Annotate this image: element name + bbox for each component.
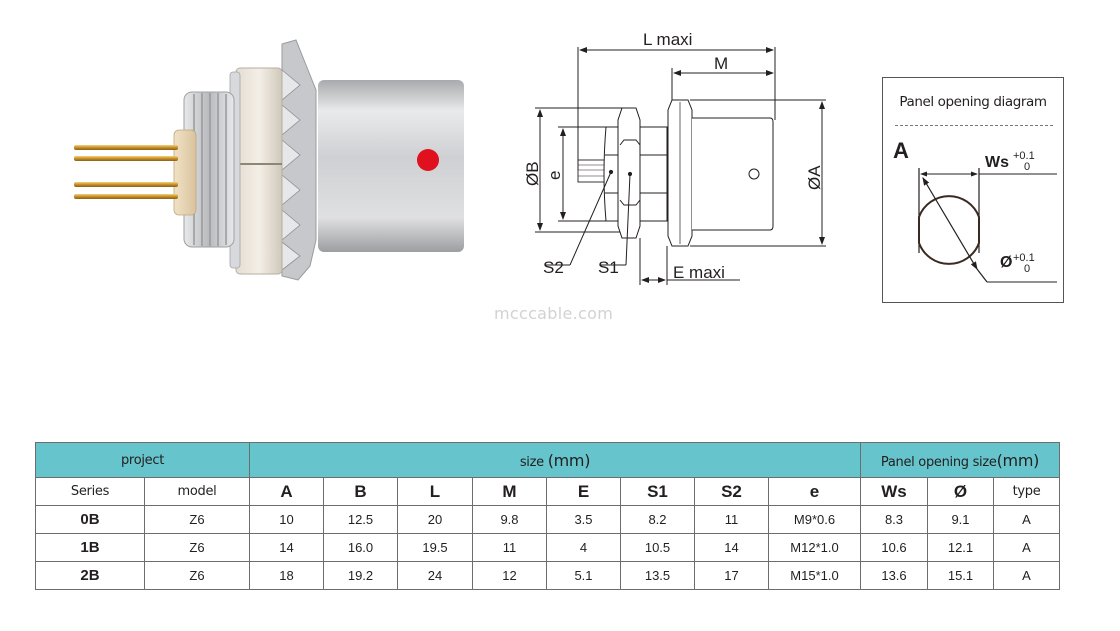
cell-b: 16.0 xyxy=(323,533,398,562)
cell-m: 11 xyxy=(472,533,547,562)
cell-model: Z6 xyxy=(144,561,250,590)
cell-model: Z6 xyxy=(144,505,250,534)
cell-s1: 8.2 xyxy=(620,505,695,534)
cell-b: 19.2 xyxy=(323,561,398,590)
ws-tolerance-upper: +0.1 xyxy=(1013,150,1035,162)
l-maxi-label: L maxi xyxy=(643,30,692,49)
cell-series: 2B xyxy=(35,561,145,590)
cell-s1: 10.5 xyxy=(620,533,695,562)
cell-l: 19.5 xyxy=(397,533,473,562)
diameter-b-label: ØB xyxy=(523,161,542,186)
connector-photo xyxy=(60,30,480,310)
ws-label: Ws xyxy=(985,154,1009,171)
gold-pins xyxy=(74,145,178,199)
cell-type: A xyxy=(993,533,1060,562)
cell-series: 1B xyxy=(35,533,145,562)
cell-m: 9.8 xyxy=(472,505,547,534)
cell-type: A xyxy=(993,505,1060,534)
col-series: Series xyxy=(35,477,145,506)
cell-s1: 13.5 xyxy=(620,561,695,590)
column-header-row: Series model A B L M E S1 S2 e Ws Ø type xyxy=(35,477,1060,506)
col-e-thread: e xyxy=(768,477,861,506)
table-row: 1B Z6 14 16.0 19.5 11 4 10.5 14 M12*1.0 … xyxy=(35,533,1060,562)
cell-e-maxi: 4 xyxy=(546,533,621,562)
col-m: M xyxy=(472,477,547,506)
cell-b: 12.5 xyxy=(323,505,398,534)
dia-label: Ø xyxy=(1000,254,1012,271)
cell-s2: 11 xyxy=(694,505,769,534)
dimension-drawing: L maxi M ØB e ØA S2 S1 E maxi xyxy=(520,20,850,300)
s2-label: S2 xyxy=(543,258,564,277)
cell-s2: 17 xyxy=(694,561,769,590)
dia-tolerance-lower: 0 xyxy=(1024,263,1030,275)
panel-opening-header: Panel opening size(mm) xyxy=(860,442,1060,478)
group-header-row: project size (mm) Panel opening size(mm) xyxy=(35,442,1060,478)
col-b: B xyxy=(323,477,398,506)
cell-l: 24 xyxy=(397,561,473,590)
cell-series: 0B xyxy=(35,505,145,534)
col-l: L xyxy=(397,477,473,506)
col-s2: S2 xyxy=(694,477,769,506)
cell-s2: 14 xyxy=(694,533,769,562)
dia-tolerance-upper: +0.1 xyxy=(1013,252,1035,264)
s1-label: S1 xyxy=(598,258,619,277)
cell-e-maxi: 5.1 xyxy=(546,561,621,590)
red-indicator-dot xyxy=(417,149,439,171)
cell-type: A xyxy=(993,561,1060,590)
table-row: 0B Z6 10 12.5 20 9.8 3.5 8.2 11 M9*0.6 8… xyxy=(35,505,1060,534)
watermark: mcccable.com xyxy=(494,304,614,323)
cell-m: 12 xyxy=(472,561,547,590)
panel-opening-diagram: Panel opening diagram A Ws +0.1 0 Ø +0.1 xyxy=(882,77,1064,303)
col-type: type xyxy=(993,477,1060,506)
e-label: e xyxy=(545,171,564,180)
dashed-divider xyxy=(895,125,1053,126)
cell-diameter: 9.1 xyxy=(927,505,994,534)
col-s1: S1 xyxy=(620,477,695,506)
m-label: M xyxy=(714,54,728,73)
cell-diameter: 15.1 xyxy=(927,561,994,590)
cell-e-maxi: 3.5 xyxy=(546,505,621,534)
panel-diagram-title: Panel opening diagram xyxy=(899,94,1047,110)
col-ws: Ws xyxy=(860,477,928,506)
cell-diameter: 12.1 xyxy=(927,533,994,562)
diameter-a-label: ØA xyxy=(805,165,824,190)
table-row: 2B Z6 18 19.2 24 12 5.1 13.5 17 M15*1.0 … xyxy=(35,561,1060,590)
cell-model: Z6 xyxy=(144,533,250,562)
col-diameter: Ø xyxy=(927,477,994,506)
spec-table: project size (mm) Panel opening size(mm)… xyxy=(35,442,1060,590)
cell-ws: 10.6 xyxy=(860,533,928,562)
cell-e-thread: M12*1.0 xyxy=(768,533,861,562)
col-a: A xyxy=(249,477,324,506)
ws-tolerance-lower: 0 xyxy=(1024,161,1030,173)
size-header: size (mm) xyxy=(249,442,861,478)
cell-ws: 13.6 xyxy=(860,561,928,590)
cell-a: 18 xyxy=(249,561,324,590)
cell-a: 10 xyxy=(249,505,324,534)
cell-l: 20 xyxy=(397,505,473,534)
type-a-label: A xyxy=(893,138,909,163)
project-header: project xyxy=(35,442,250,478)
cell-e-thread: M9*0.6 xyxy=(768,505,861,534)
col-model: model xyxy=(144,477,250,506)
cell-e-thread: M15*1.0 xyxy=(768,561,861,590)
e-maxi-label: E maxi xyxy=(673,263,725,282)
body-cylinder xyxy=(318,80,464,252)
cell-a: 14 xyxy=(249,533,324,562)
col-e-maxi: E xyxy=(546,477,621,506)
cell-ws: 8.3 xyxy=(860,505,928,534)
